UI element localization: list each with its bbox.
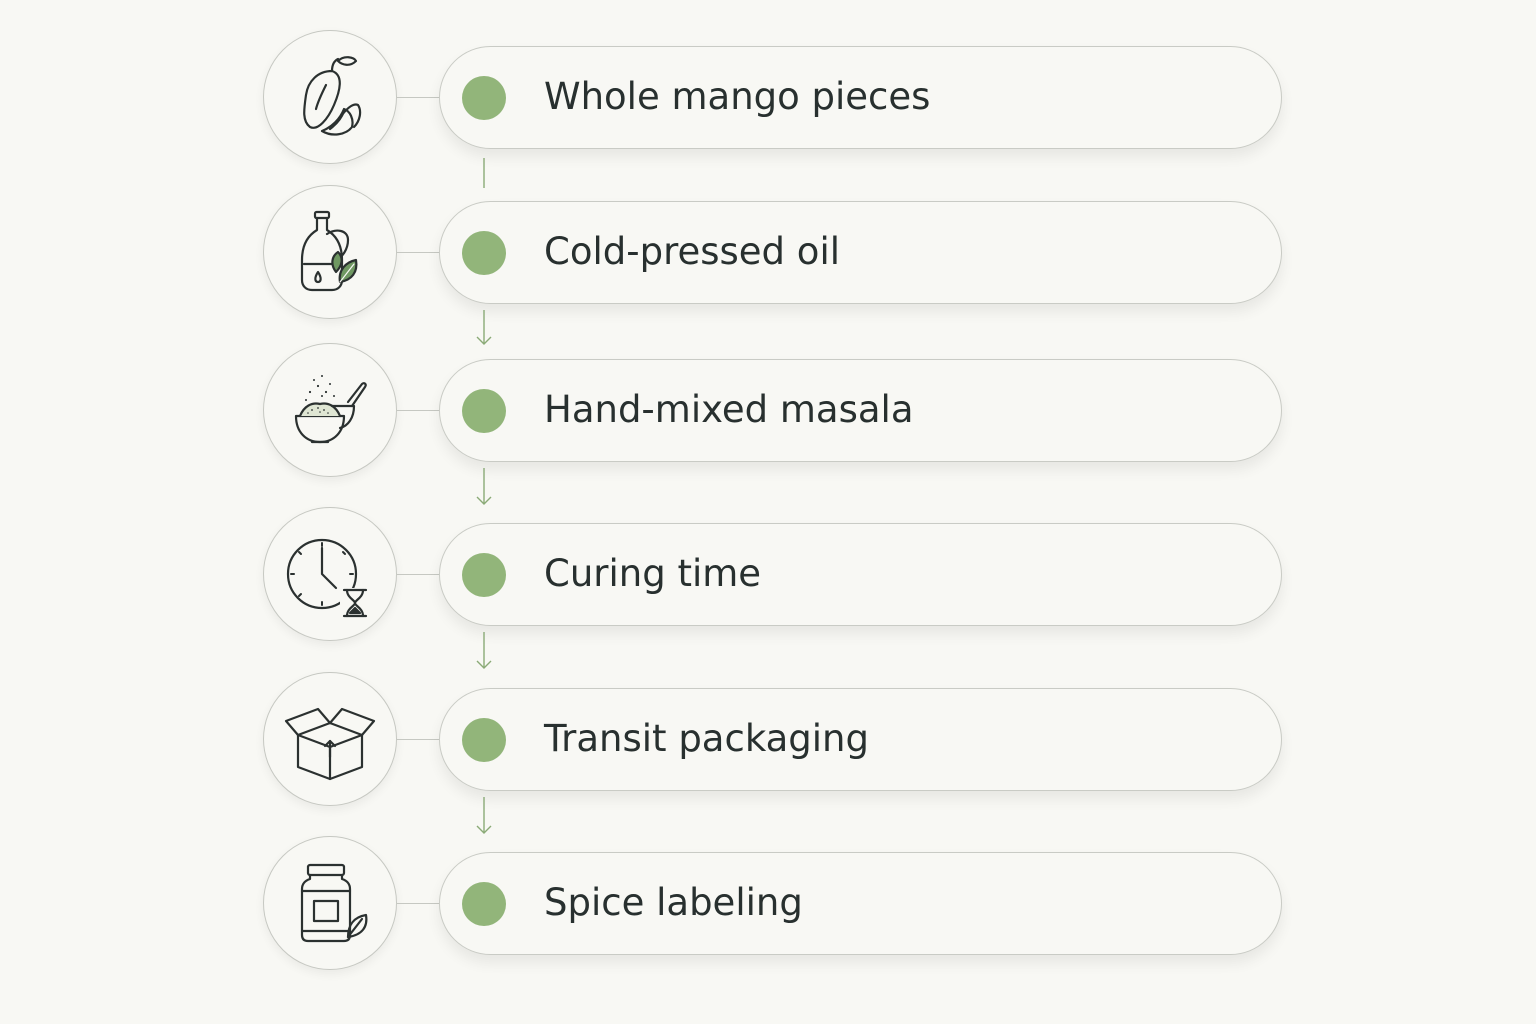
jar-icon xyxy=(300,863,368,943)
step-6-card: Spice labeling xyxy=(439,852,1282,955)
step-4: Curing time xyxy=(0,507,1536,647)
step-4-label: Curing time xyxy=(544,552,762,595)
step-4-card: Curing time xyxy=(439,523,1282,626)
flow-arrow-2-3 xyxy=(476,310,492,345)
step-2-marker-dot xyxy=(462,231,506,275)
flow-arrow-3-4 xyxy=(476,468,492,505)
step-2-label: Cold-pressed oil xyxy=(544,230,840,273)
oil-bottle-icon xyxy=(300,210,358,292)
step-5-connector xyxy=(397,739,463,740)
mango-icon xyxy=(303,56,362,136)
step-5-label: Transit packaging xyxy=(544,717,869,760)
step-5-marker-dot xyxy=(462,718,506,762)
step-5-card: Transit packaging xyxy=(439,688,1282,791)
step-1-label: Whole mango pieces xyxy=(544,75,931,118)
step-1-connector xyxy=(397,97,463,98)
step-2-connector xyxy=(397,252,463,253)
step-3-label: Hand-mixed masala xyxy=(544,388,914,431)
step-1-icon-badge xyxy=(263,30,397,164)
masala-bowl-icon xyxy=(294,375,367,444)
step-3-card: Hand-mixed masala xyxy=(439,359,1282,462)
step-1-marker-dot xyxy=(462,76,506,120)
step-6-label: Spice labeling xyxy=(544,881,803,924)
step-5-icon-badge xyxy=(263,672,397,806)
step-2-card: Cold-pressed oil xyxy=(439,201,1282,304)
step-3-connector xyxy=(397,410,463,411)
step-4-icon-badge xyxy=(263,507,397,641)
step-6: Spice labeling xyxy=(0,836,1536,976)
step-3-icon-badge xyxy=(263,343,397,477)
step-2: Cold-pressed oil xyxy=(0,185,1536,325)
step-6-icon-badge xyxy=(263,836,397,970)
step-6-marker-dot xyxy=(462,882,506,926)
step-1-card: Whole mango pieces xyxy=(439,46,1282,149)
flow-arrow-4-5 xyxy=(476,632,492,669)
step-1: Whole mango pieces xyxy=(0,30,1536,170)
step-4-marker-dot xyxy=(462,553,506,597)
step-3: Hand-mixed masala xyxy=(0,343,1536,483)
flow-line-1-2 xyxy=(483,158,485,188)
step-4-connector xyxy=(397,574,463,575)
open-box-icon xyxy=(284,707,376,781)
step-3-marker-dot xyxy=(462,389,506,433)
step-6-connector xyxy=(397,903,463,904)
clock-hourglass-icon xyxy=(286,538,368,618)
step-2-icon-badge xyxy=(263,185,397,319)
step-5: Transit packaging xyxy=(0,672,1536,812)
flow-arrow-5-6 xyxy=(476,797,492,834)
